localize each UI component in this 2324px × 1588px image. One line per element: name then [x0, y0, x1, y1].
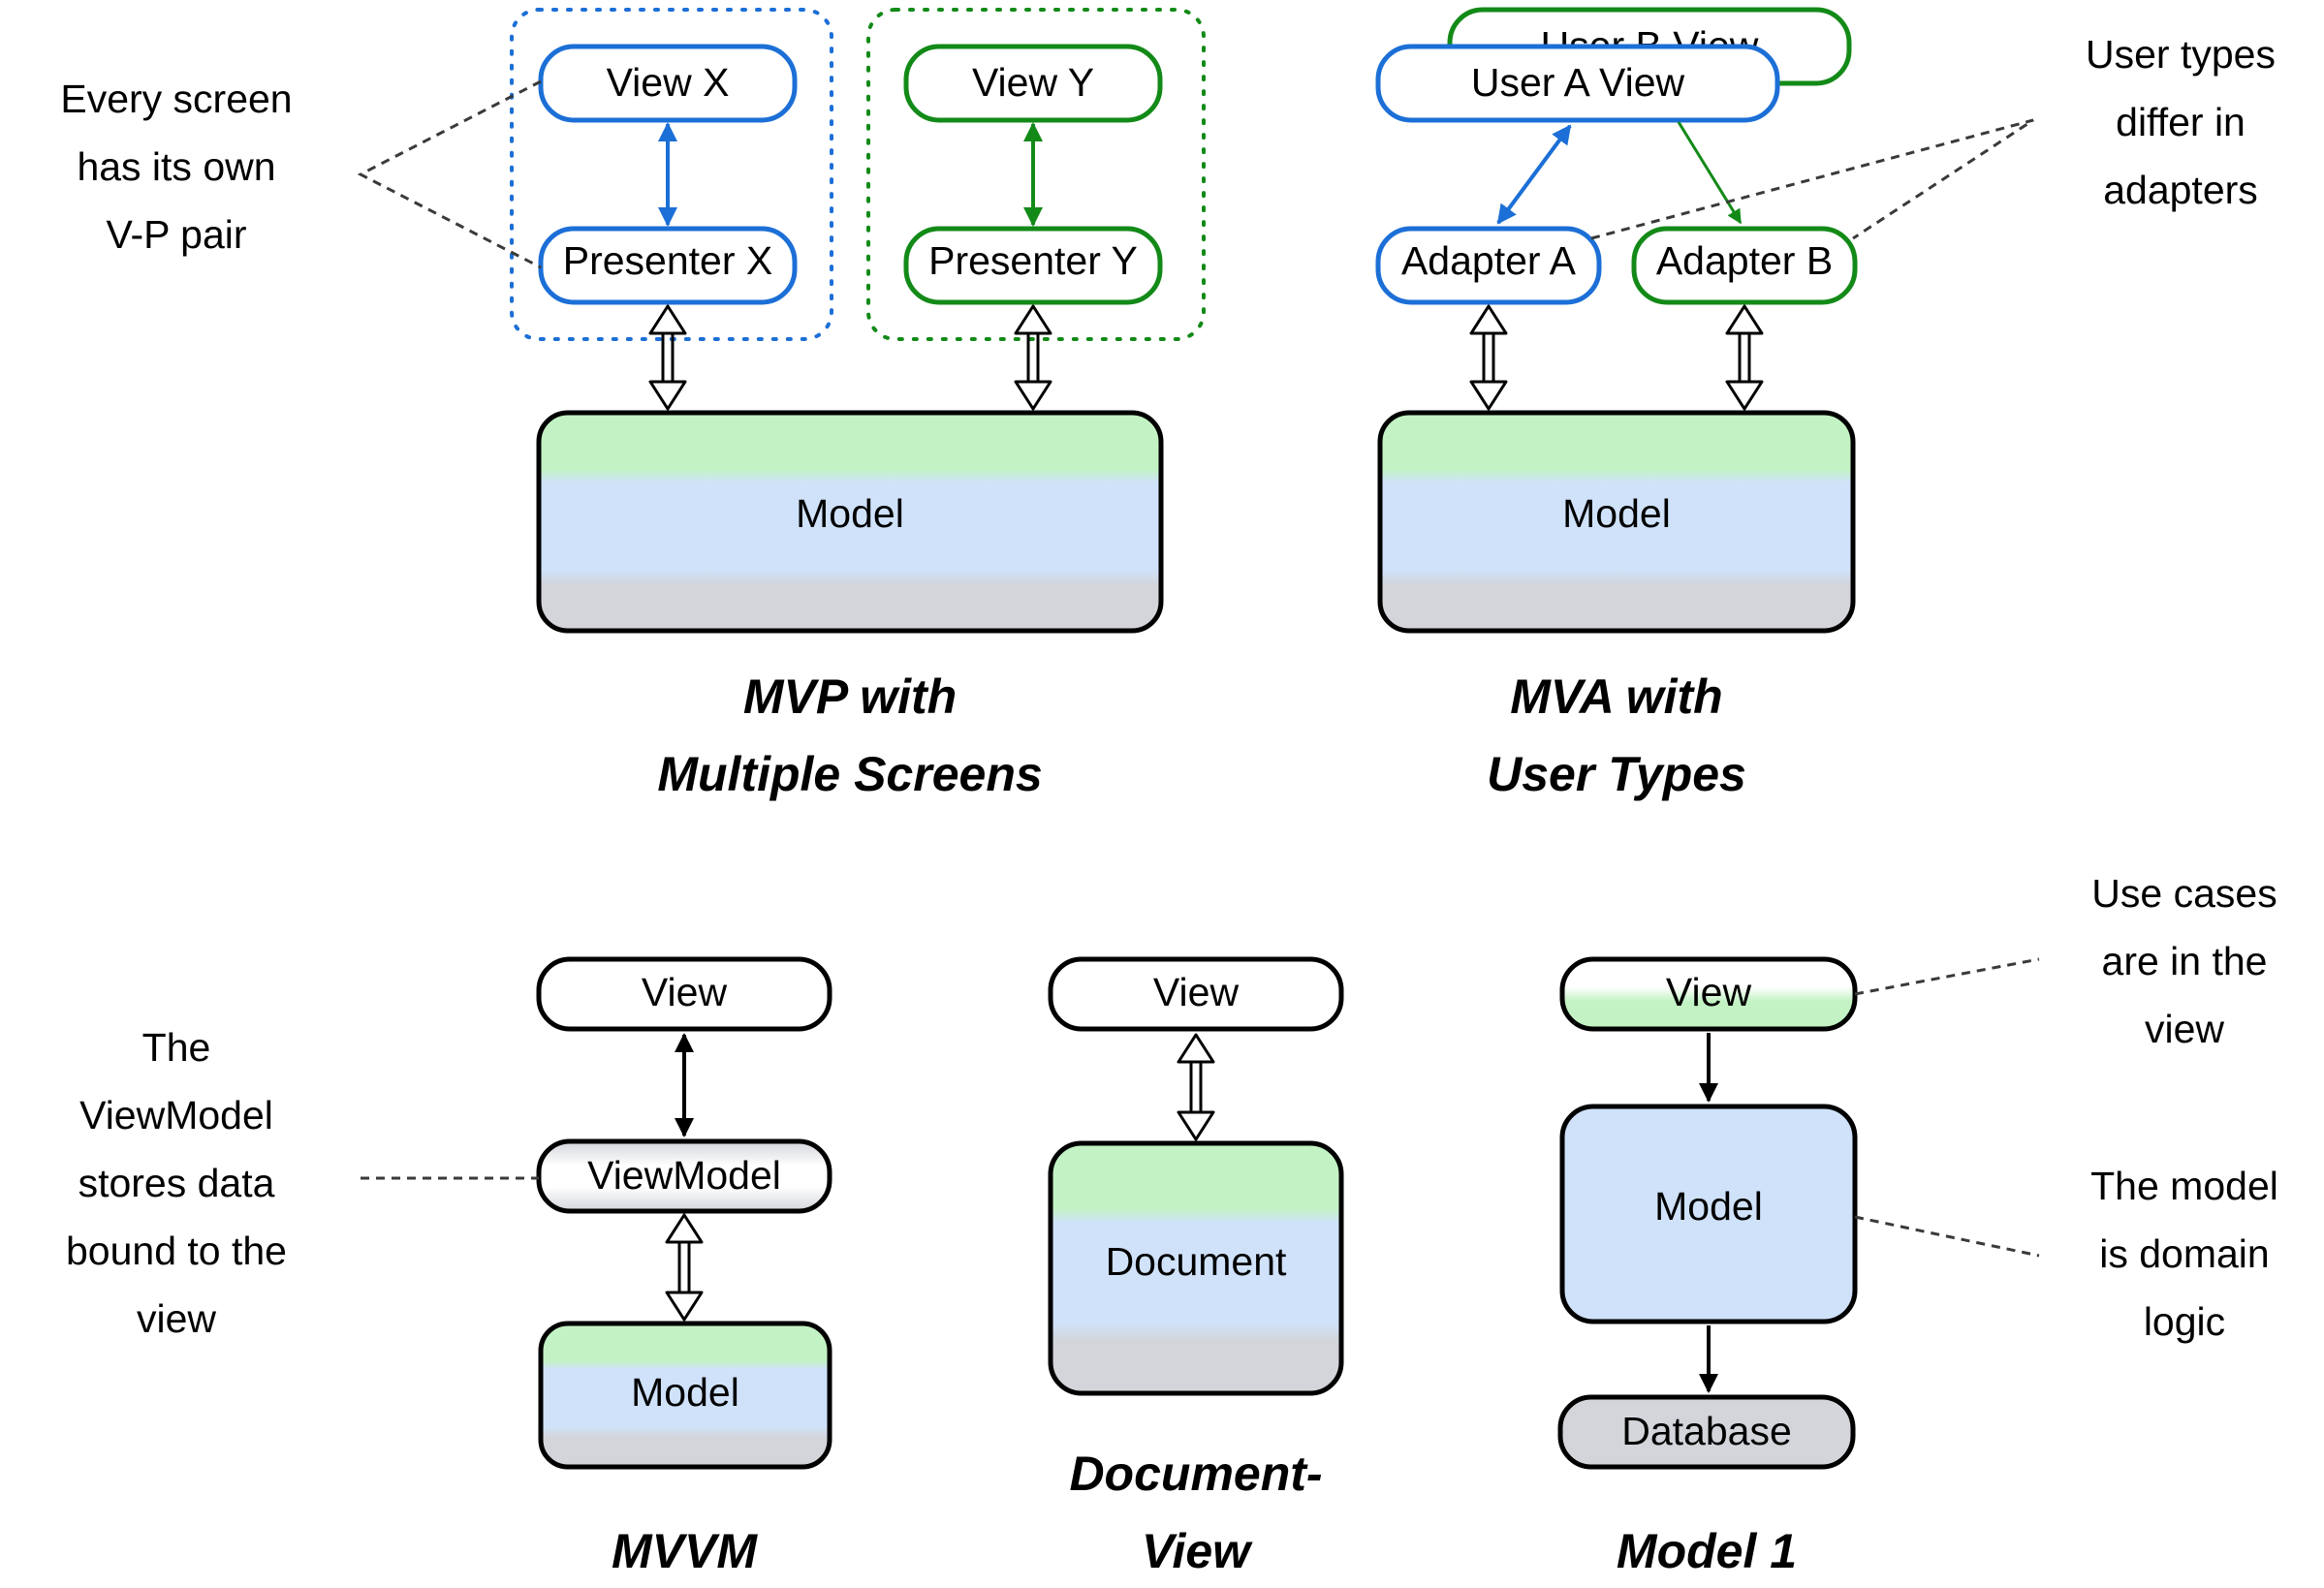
mvp-note-leader: [357, 79, 542, 269]
mva-adapter-b: Adapter B: [1631, 226, 1858, 305]
mvvm-view-label: View: [642, 970, 728, 1014]
mva-adapter-a: Adapter A: [1375, 226, 1602, 305]
mvvm-title: MVVM: [612, 1524, 758, 1578]
docview-document-label: Document: [1106, 1239, 1287, 1284]
model1-note-bottom-leader: [1854, 1215, 2040, 1258]
mva-b-arrow: [1677, 121, 1743, 225]
mvvm-note-line2: ViewModel: [79, 1093, 273, 1137]
model1-note-bottom-line1: The model: [2090, 1164, 2278, 1208]
model1-note-top-line2: are in the: [2102, 939, 2268, 983]
mva-a-model-double-arrow: [1469, 304, 1508, 411]
mvp-view-y: View Y: [903, 44, 1163, 123]
docview-double-arrow: [1177, 1033, 1215, 1141]
model1-note-top-line1: Use cases: [2091, 871, 2277, 916]
model1-note-bottom-line2: is domain: [2099, 1231, 2269, 1276]
mva-adapter-b-label: Adapter B: [1656, 238, 1833, 283]
mvp-title-line2: Multiple Screens: [657, 747, 1042, 801]
mvp-note-line1: Every screen: [60, 77, 292, 121]
mva-user-a-view: User A View: [1375, 44, 1780, 123]
mva-note-leader: [1590, 118, 2034, 240]
mvvm-model-label: Model: [631, 1370, 739, 1415]
mvp-view-x-label: View X: [607, 60, 730, 105]
mvvm-viewmodel: ViewModel: [536, 1138, 832, 1214]
mvp-presenter-y-label: Presenter Y: [928, 238, 1138, 283]
docview-view-label: View: [1153, 970, 1240, 1014]
mvp-note-line3: V-P pair: [106, 212, 246, 257]
mva-user-a-view-label: User A View: [1471, 60, 1685, 105]
mvvm-viewmodel-model-double-arrow: [665, 1213, 704, 1322]
model1-note-bottom: The model is domain logic: [2090, 1164, 2278, 1344]
mvvm-viewmodel-label: ViewModel: [587, 1153, 781, 1198]
mvvm-note-line4: bound to the: [66, 1229, 287, 1273]
mvp-x-model-double-arrow: [648, 304, 687, 411]
mva-model: Model: [1377, 410, 1856, 634]
mvvm-model: Model: [538, 1321, 832, 1470]
mvvm-note-line3: stores data: [79, 1161, 275, 1205]
model1-note-top-leader: [1854, 957, 2040, 996]
mva-a-arrow: [1496, 124, 1572, 225]
mvp-presenter-x-label: Presenter X: [563, 238, 773, 283]
mva-b-model-double-arrow: [1725, 304, 1764, 411]
model1-model-label: Model: [1654, 1184, 1763, 1229]
mvvm-note-line5: view: [137, 1296, 216, 1341]
mvvm-note-line1: The: [142, 1025, 211, 1070]
mvp-note-line2: has its own: [77, 144, 275, 189]
model1-note-top: Use cases are in the view: [2091, 871, 2277, 1051]
docview-title-line1: Document-: [1069, 1447, 1322, 1501]
docview-view: View: [1048, 956, 1344, 1032]
mvp-presenter-x: Presenter X: [538, 226, 798, 305]
model1-note-top-line3: view: [2145, 1007, 2224, 1051]
model1-title: Model 1: [1617, 1524, 1797, 1578]
mvp-view-x: View X: [538, 44, 798, 123]
docview-document: Document: [1048, 1140, 1344, 1396]
model1-model: Model: [1559, 1104, 1858, 1324]
mva-adapter-a-label: Adapter A: [1401, 238, 1577, 283]
mvp-presenter-y: Presenter Y: [903, 226, 1163, 305]
model1-database: Database: [1557, 1394, 1856, 1470]
model1-view-label: View: [1666, 970, 1752, 1014]
mvvm-view: View: [536, 956, 832, 1032]
mva-title-line1: MVA with: [1510, 669, 1722, 724]
model1-view: View: [1559, 956, 1858, 1032]
mva-note-line1: User types: [2086, 32, 2276, 77]
mva-title-line2: User Types: [1487, 747, 1746, 801]
mvvm-note: The ViewModel stores data bound to the v…: [66, 1025, 287, 1341]
docview-title-line2: View: [1142, 1524, 1253, 1578]
mvp-model: Model: [536, 410, 1164, 634]
mva-note-line2: differ in: [2116, 100, 2245, 144]
mvp-view-y-label: View Y: [972, 60, 1094, 105]
mvp-y-model-double-arrow: [1014, 304, 1052, 411]
mva-model-label: Model: [1562, 491, 1671, 536]
mvp-note: Every screen has its own V-P pair: [60, 77, 292, 257]
mva-note: User types differ in adapters: [2086, 32, 2276, 212]
mvp-model-label: Model: [796, 491, 904, 536]
mva-note-line3: adapters: [2103, 168, 2258, 212]
model1-note-bottom-line3: logic: [2144, 1299, 2225, 1344]
model1-database-label: Database: [1621, 1409, 1792, 1453]
mvp-title-line1: MVP with: [743, 669, 957, 724]
